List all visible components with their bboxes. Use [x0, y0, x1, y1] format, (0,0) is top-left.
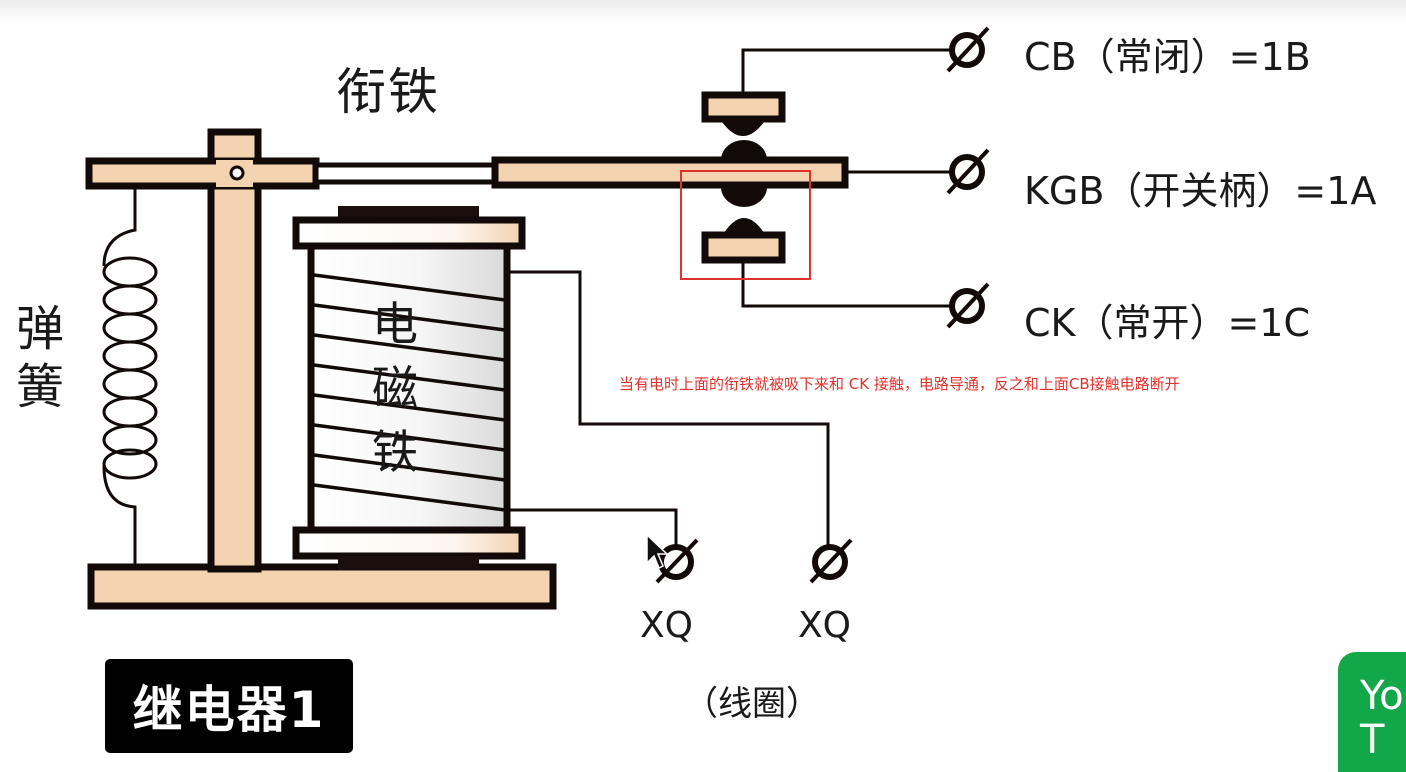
support-post	[207, 128, 262, 573]
annotation-note: 当有电时上面的衔铁就被吸下来和 CK 接触，电路导通，反之和上面CB接触电路断开	[619, 375, 1180, 393]
green-overlay-tab[interactable]: Yo T	[1338, 652, 1406, 772]
electromagnet	[292, 206, 526, 570]
top-bar	[0, 0, 1406, 24]
armature-label: 衔铁	[336, 63, 440, 121]
electromagnet-label: 电 磁 铁	[372, 292, 432, 484]
terminal-kgb-icon	[946, 148, 990, 195]
terminal-cb-label: CB（常闭）=1B	[1024, 35, 1311, 79]
terminal-xq2-icon	[809, 538, 853, 584]
spring	[102, 186, 158, 567]
terminal-cb-icon	[946, 26, 990, 73]
terminal-ck-label: CK（常开）=1C	[1024, 301, 1311, 345]
highlight-box	[680, 170, 811, 280]
electromagnet-label-char: 电	[372, 297, 418, 351]
title-badge: 继电器1	[105, 659, 353, 753]
green-tab-line: T	[1360, 717, 1385, 763]
coil-label: （线圈）	[684, 684, 820, 724]
electromagnet-label-char: 铁	[372, 425, 418, 479]
spring-label-char: 弹	[16, 301, 65, 357]
mouse-cursor-icon	[646, 533, 669, 570]
spring-label-char: 簧	[16, 359, 65, 415]
terminal-kgb-label: KGB（开关柄）=1A	[1024, 169, 1377, 213]
coil-wires	[507, 270, 830, 545]
green-tab-line: Yo	[1360, 673, 1404, 719]
base-plate	[87, 563, 557, 610]
coil-terminal-2-label: XQ	[798, 605, 851, 646]
coil-terminal-1-label: XQ	[640, 605, 693, 646]
contact-assembly	[491, 48, 950, 308]
electromagnet-label-char: 磁	[372, 361, 418, 415]
spring-label: 弹 簧	[16, 300, 76, 416]
terminal-ck-icon	[946, 282, 990, 329]
